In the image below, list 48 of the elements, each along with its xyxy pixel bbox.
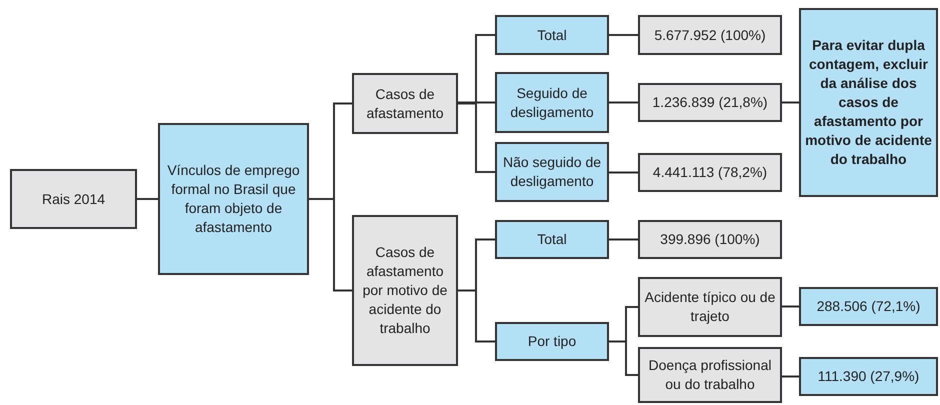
connector-line bbox=[782, 376, 799, 378]
connector-line bbox=[609, 340, 638, 376]
box-text: Total bbox=[537, 26, 567, 44]
process-box bbox=[799, 8, 938, 197]
box-text: Para evitar dupla contagem, excluir da análise dos casos de afastamento por motivo de acidente do trabalho bbox=[805, 36, 932, 169]
connector-line bbox=[609, 34, 638, 36]
box-text: Por tipo bbox=[528, 332, 576, 351]
connector-line bbox=[458, 290, 495, 342]
box-text: Casos de afastamento por motivo de acidente do trabalho bbox=[362, 243, 448, 338]
box-text: Acidente típico ou de trajeto bbox=[644, 288, 776, 326]
process-box bbox=[638, 15, 782, 55]
process-box bbox=[799, 357, 938, 396]
process-box bbox=[10, 169, 137, 229]
process-box bbox=[638, 153, 782, 192]
process-box bbox=[352, 73, 458, 134]
connector-line bbox=[782, 306, 799, 308]
box-text: 4.441.113 (78,2%) bbox=[652, 163, 768, 182]
process-box bbox=[638, 83, 782, 122]
process-box bbox=[495, 322, 609, 361]
connector-line bbox=[609, 172, 638, 174]
connector-line bbox=[609, 102, 638, 104]
box-text: Não seguido de desligamento bbox=[502, 153, 602, 191]
process-box bbox=[799, 287, 938, 326]
connector-line bbox=[609, 238, 638, 240]
box-text: 1.236.839 (21,8%) bbox=[652, 93, 768, 112]
box-text: Casos de afastamento bbox=[365, 84, 445, 122]
box-text: 111.390 (27,9%) bbox=[818, 367, 920, 386]
box-text: Doença profissional ou do trabalho bbox=[648, 356, 772, 394]
process-box bbox=[638, 347, 782, 403]
connector-line bbox=[137, 198, 158, 200]
process-box bbox=[495, 72, 609, 133]
box-text: 5.677.952 (100%) bbox=[654, 26, 766, 44]
connector-line bbox=[458, 102, 495, 104]
process-box bbox=[495, 220, 609, 259]
connector-line bbox=[782, 102, 799, 104]
box-text: Rais 2014 bbox=[42, 190, 106, 208]
box-text: Total bbox=[537, 230, 567, 249]
box-text: 399.896 (100%) bbox=[660, 230, 760, 249]
connector-line bbox=[458, 102, 495, 173]
process-box bbox=[495, 142, 609, 202]
process-box bbox=[495, 15, 609, 55]
process-box bbox=[158, 123, 309, 275]
box-text: Vínculos de emprego formal no Brasil que foram objeto de afastamento bbox=[166, 161, 301, 237]
process-box bbox=[638, 220, 782, 259]
box-text: Seguido de desligamento bbox=[509, 84, 595, 122]
process-box bbox=[638, 277, 782, 337]
box-text: 288.506 (72,1%) bbox=[816, 297, 920, 316]
process-box bbox=[352, 215, 458, 366]
